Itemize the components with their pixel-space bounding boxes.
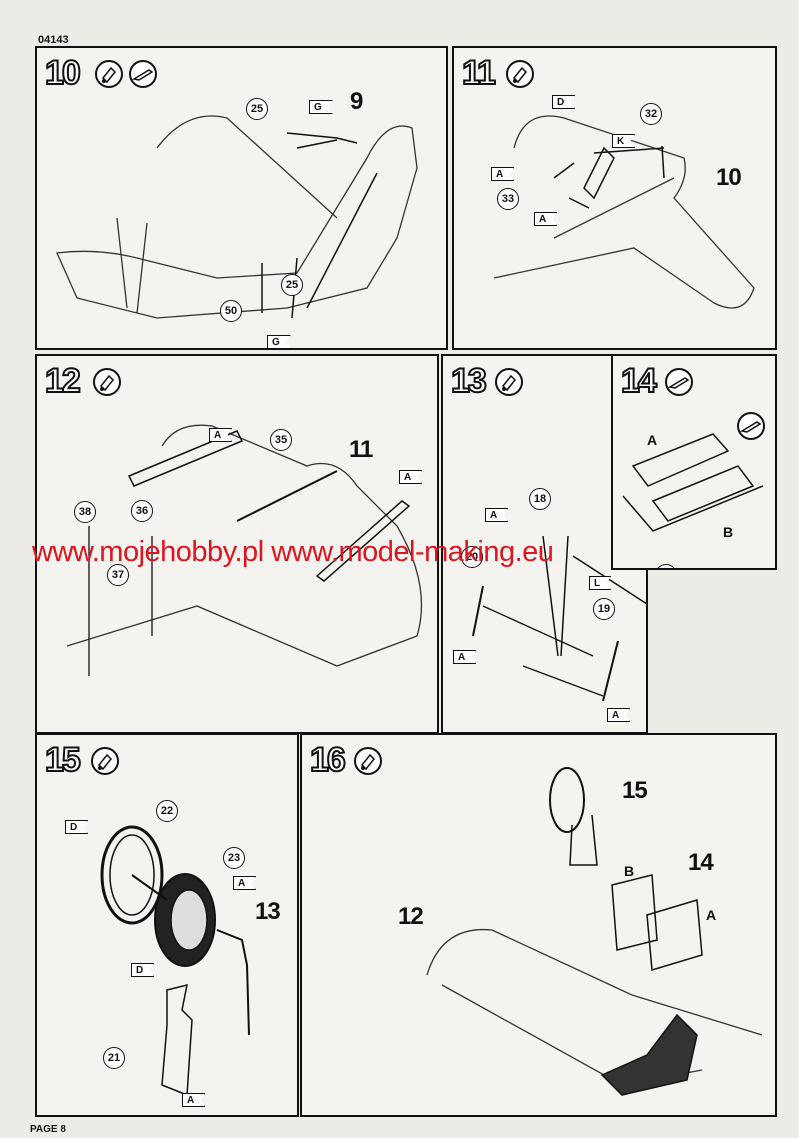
glue-icon bbox=[354, 747, 382, 775]
part-letter: A bbox=[647, 432, 658, 448]
part-callout: 23 bbox=[223, 847, 245, 869]
glue-icon bbox=[93, 368, 121, 396]
knife-icon bbox=[665, 368, 693, 396]
part-callout: 25 bbox=[246, 98, 268, 120]
knife-icon bbox=[737, 412, 765, 440]
part-callout: 36 bbox=[131, 500, 153, 522]
assembly-number: 11 bbox=[349, 436, 373, 463]
knife-icon bbox=[129, 60, 157, 88]
glue-icon bbox=[495, 368, 523, 396]
step-number: 14 bbox=[620, 361, 658, 401]
wing-gear-install-drawing bbox=[426, 767, 763, 1096]
part-flag: A bbox=[485, 508, 509, 522]
part-callout: 22 bbox=[156, 800, 178, 822]
gear-leg-drawing bbox=[472, 535, 646, 702]
wing-drawing bbox=[493, 115, 755, 309]
document-code: 04143 bbox=[38, 34, 69, 46]
step-number: 10 bbox=[44, 53, 82, 93]
step-number: 13 bbox=[450, 361, 488, 401]
part-callout: 32 bbox=[640, 103, 662, 125]
part-flag: A bbox=[399, 470, 423, 484]
part-callout: 18 bbox=[529, 488, 551, 510]
part-flag: A bbox=[182, 1093, 206, 1107]
aircraft-drawing bbox=[56, 115, 418, 319]
part-flag: A bbox=[607, 708, 631, 722]
part-callout: 21 bbox=[103, 1047, 125, 1069]
assembly-number: 9 bbox=[350, 88, 363, 115]
assembly-number: 12 bbox=[398, 903, 424, 930]
part-callout: 38 bbox=[74, 501, 96, 523]
part-flag: A bbox=[534, 212, 558, 226]
part-callout: 37 bbox=[107, 564, 129, 586]
gear-doors-sprue-drawing bbox=[622, 433, 764, 532]
part-callout: 35 bbox=[270, 429, 292, 451]
assembly-number: 10 bbox=[716, 164, 742, 191]
glue-icon bbox=[91, 747, 119, 775]
part-callout: 19 bbox=[593, 598, 615, 620]
watermark-text: www.mojehobby.pl www.model-making.eu bbox=[32, 536, 554, 568]
assembly-number: 13 bbox=[255, 898, 281, 925]
glue-icon bbox=[95, 60, 123, 88]
step-16-panel: 16 15 14 B A 12 bbox=[300, 733, 777, 1117]
assembly-number: 14 bbox=[688, 849, 714, 876]
page-number: PAGE 8 bbox=[30, 1124, 66, 1135]
part-callout: 50 bbox=[220, 300, 242, 322]
step-12-panel: 12 A 35 11 A 38 36 37 bbox=[35, 354, 439, 734]
wing-gear-drawing bbox=[66, 424, 423, 676]
assembly-number: 15 bbox=[622, 777, 648, 804]
step-number: 12 bbox=[44, 361, 82, 401]
step-15-panel: 15 22 D 23 A 13 D 21 A bbox=[35, 733, 299, 1117]
part-letter: B bbox=[723, 524, 734, 540]
step-number: 16 bbox=[309, 740, 347, 780]
part-callout: 33 bbox=[497, 188, 519, 210]
step-14-panel: 14 A B 24 bbox=[611, 354, 777, 570]
step-11-panel: 11 D 32 K A 33 A 10 bbox=[452, 46, 777, 350]
part-callout: 25 bbox=[281, 274, 303, 296]
step-10-panel: 10 25 G 9 50 25 G bbox=[35, 46, 448, 350]
step-number: 11 bbox=[461, 53, 497, 93]
step-number: 15 bbox=[44, 740, 82, 780]
part-letter: B bbox=[624, 863, 635, 879]
wheel-drawing bbox=[100, 825, 250, 1097]
glue-icon bbox=[506, 60, 534, 88]
part-flag: K bbox=[612, 134, 636, 148]
part-letter: A bbox=[706, 907, 717, 923]
part-callout: 20 bbox=[461, 546, 483, 568]
